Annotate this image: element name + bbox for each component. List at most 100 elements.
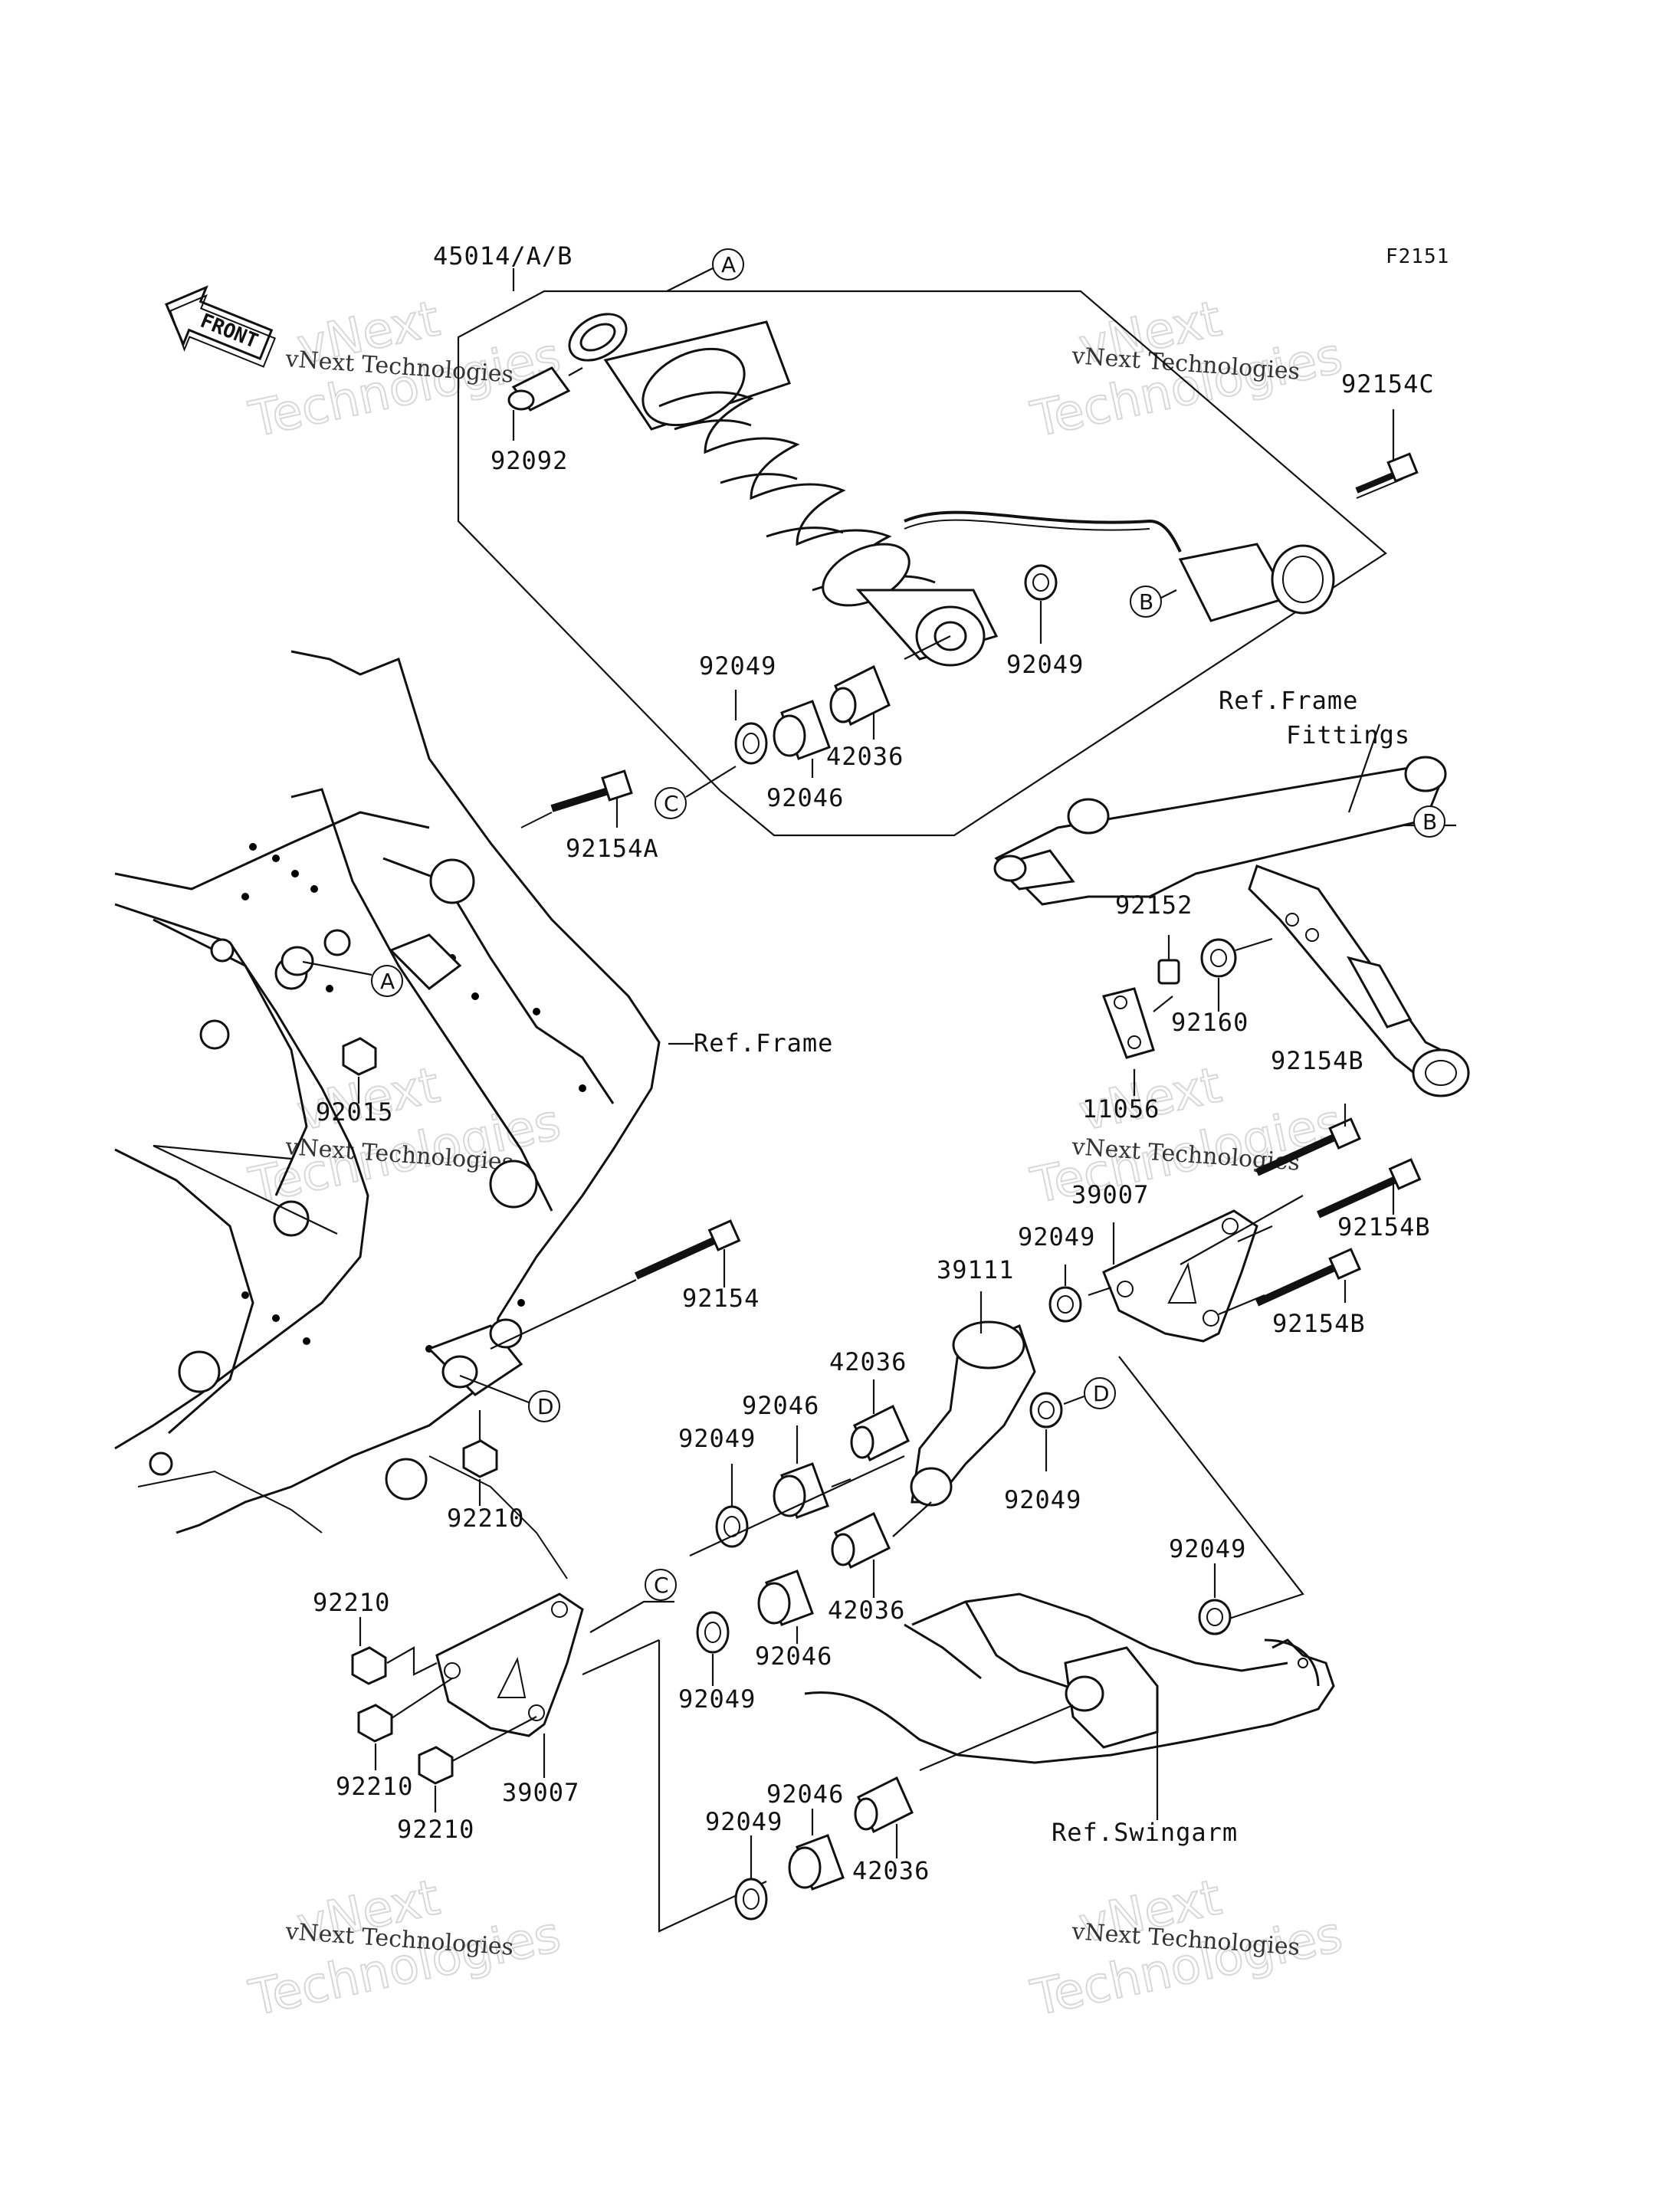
leader-linkage-bolts — [1180, 1195, 1304, 1265]
leader-linkage-axis-2 — [689, 1455, 905, 1556]
part-92015-nut — [342, 1037, 377, 1104]
leader-shock-axis — [904, 635, 951, 660]
leader-linkage-bolt-low — [1218, 1294, 1265, 1316]
label-39007-left: 39007 — [502, 1778, 579, 1807]
callout-b-label: B — [1422, 809, 1437, 835]
label-ref-frame: Ref.Frame — [694, 1028, 833, 1058]
part-39111-rocker-arm — [910, 1320, 1036, 1507]
label-92154A: 92154A — [566, 834, 659, 863]
part-92049-mid-right2-washer — [1029, 1392, 1089, 1471]
leader-frame-left-1 — [153, 1144, 292, 1160]
label-ref-frame-fittings-2: Fittings — [1286, 720, 1410, 750]
callout-a-top: A — [666, 248, 744, 292]
part-92046-bottom-bearing — [788, 1809, 845, 1891]
figure-code: F2151 — [1386, 245, 1449, 268]
label-42036-bottom: 42036 — [852, 1856, 930, 1885]
leader-bottom-pivot — [658, 1640, 767, 1933]
label-92049-top-right: 92049 — [1006, 650, 1084, 679]
leader-frame-fittings — [1347, 723, 1381, 813]
frame-fitting-bracket — [993, 756, 1470, 1097]
part-92046-low-bearing — [757, 1570, 814, 1644]
label-92049-low-left: 92049 — [678, 1684, 756, 1714]
label-92154C: 92154C — [1341, 369, 1435, 399]
leader-linkage-c — [589, 1600, 674, 1633]
part-92210-nut-b — [357, 1678, 453, 1770]
part-92160-grommet — [1200, 937, 1273, 1012]
part-92154B-bolt-1 — [1255, 1104, 1361, 1176]
part-42036-low-sleeve — [831, 1511, 891, 1598]
swingarm-outline — [804, 1593, 1335, 1764]
callout-b-frame: B — [1413, 805, 1445, 838]
label-45014: 45014/A/B — [433, 241, 573, 271]
part-92154B-bolt-2 — [1316, 1158, 1422, 1219]
label-ref-swingarm: Ref.Swingarm — [1052, 1818, 1238, 1847]
callout-d-frame: D — [459, 1374, 560, 1422]
label-92154: 92154 — [682, 1284, 760, 1313]
label-92210-a: 92210 — [313, 1588, 390, 1617]
part-92152-spacer — [1157, 935, 1180, 985]
label-92046-low: 92046 — [755, 1642, 832, 1671]
callout-a-label: A — [380, 969, 395, 994]
label-92046-top: 92046 — [766, 783, 844, 812]
label-ref-frame-fittings-1: Ref.Frame — [1219, 686, 1358, 715]
leader-linkage-axis-4 — [892, 1501, 932, 1537]
callout-b-label: B — [1139, 589, 1153, 615]
part-39007-left-tie-rod — [435, 1593, 584, 1737]
part-92154C-bolt — [1355, 409, 1419, 499]
label-92049-bottom: 92049 — [705, 1807, 783, 1836]
part-92154-bolt — [490, 1219, 741, 1350]
part-92092-collar — [507, 366, 583, 412]
callout-c-label: C — [664, 791, 679, 816]
leader-frame-left-2 — [153, 1145, 338, 1235]
part-92046-mid-bearing — [773, 1425, 829, 1519]
label-92210-frame: 92210 — [447, 1504, 524, 1533]
part-42036-mid-sleeve — [850, 1379, 910, 1462]
label-42036-top: 42036 — [826, 742, 904, 771]
front-arrow-icon: FRONT — [165, 285, 277, 368]
label-92049-swingarm: 92049 — [1169, 1534, 1246, 1563]
label-92152: 92152 — [1115, 891, 1193, 920]
leader-linkage-axis-1 — [1088, 1286, 1112, 1297]
callout-d-label: D — [537, 1394, 554, 1419]
leader-bottom-pivot-2 — [582, 1638, 660, 1676]
label-42036-low: 42036 — [828, 1596, 905, 1625]
label-92154B-2: 92154B — [1337, 1212, 1431, 1242]
label-92160: 92160 — [1171, 1008, 1249, 1037]
callout-a-label: A — [721, 252, 736, 277]
part-39007-right-tie-rod — [1102, 1209, 1258, 1343]
label-92154B-1: 92154B — [1271, 1046, 1364, 1075]
part-92049-top-left-washer — [734, 690, 768, 765]
label-92049-top-left: 92049 — [699, 651, 776, 681]
part-92210-nut-c — [418, 1716, 537, 1812]
label-92049-mid-left: 92049 — [678, 1424, 756, 1453]
callout-c-top: C — [655, 766, 737, 819]
part-92210-frame-nut — [462, 1410, 498, 1506]
label-92154B-3: 92154B — [1272, 1309, 1366, 1338]
label-92046-bottom: 92046 — [766, 1779, 844, 1809]
part-11056-clamp — [1102, 987, 1173, 1096]
callout-a-frame: A — [302, 960, 403, 997]
label-92210-b: 92210 — [336, 1772, 413, 1801]
callout-c-linkage: C — [645, 1569, 677, 1601]
part-92049-swingarm-washer — [1198, 1563, 1232, 1635]
rear-shock-absorber — [568, 313, 1335, 667]
part-92049-bottom-washer — [734, 1835, 768, 1921]
label-39007-right: 39007 — [1071, 1180, 1149, 1209]
part-92049-mid-left-washer — [715, 1464, 749, 1548]
part-92154A-bolt — [520, 769, 633, 828]
leader-linkage-swingarm — [1118, 1356, 1304, 1626]
callout-b-top: B — [1130, 586, 1177, 618]
shock-outline — [457, 290, 1387, 837]
label-39111: 39111 — [937, 1255, 1014, 1284]
label-92015: 92015 — [316, 1097, 393, 1127]
callout-d-linkage: D — [1084, 1377, 1116, 1409]
part-92049-low-left-washer — [696, 1611, 730, 1686]
part-92049-top-right-washer — [1024, 564, 1058, 644]
part-42036-top-sleeve — [829, 664, 891, 740]
label-92210-c: 92210 — [397, 1815, 474, 1844]
label-92049-mid-right: 92049 — [1018, 1222, 1095, 1251]
part-92210-nut-a — [351, 1617, 438, 1685]
part-92046-top-bearing — [773, 700, 831, 778]
leader-linkage-bolt-mid — [1237, 1225, 1273, 1243]
